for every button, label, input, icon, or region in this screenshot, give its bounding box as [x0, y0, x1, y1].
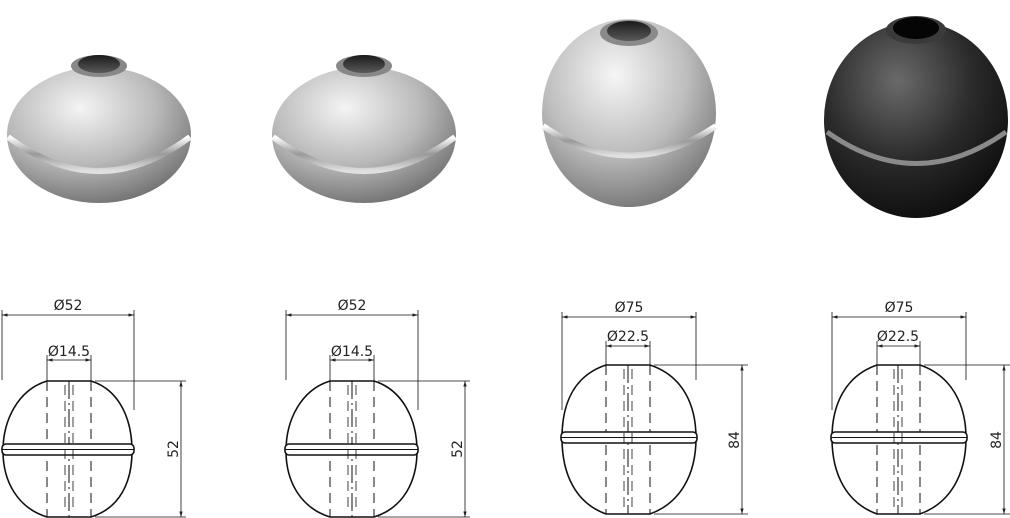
float-body — [824, 22, 1008, 218]
bore-diameter-label: Ø22.5 — [877, 329, 919, 345]
float-photo-2 — [271, 55, 457, 203]
outer-diameter-label: Ø75 — [885, 300, 914, 316]
float-bore-hole — [893, 17, 939, 39]
bore-diameter-label: Ø22.5 — [607, 329, 649, 345]
bore-diameter-label: Ø14.5 — [331, 344, 373, 360]
outer-diameter-label: Ø52 — [54, 298, 83, 314]
outer-diameter-label: Ø75 — [615, 300, 644, 316]
float-seam-band — [825, 129, 1008, 166]
float-body — [7, 67, 191, 203]
float-seam-band — [271, 134, 457, 174]
float-body — [272, 67, 456, 203]
height-label: 52 — [450, 440, 466, 458]
height-label: 52 — [166, 440, 182, 458]
float-bore-hole — [78, 55, 120, 73]
float-bore-hole — [607, 21, 651, 41]
technical-drawing-1 — [1, 310, 186, 518]
outer-diameter-label: Ø52 — [338, 298, 367, 314]
float-photo-3 — [541, 19, 718, 207]
height-label: 84 — [989, 431, 1005, 449]
float-body — [542, 19, 716, 207]
bore-diameter-label: Ø14.5 — [48, 344, 90, 360]
height-label: 84 — [727, 431, 743, 449]
float-photo-1 — [6, 55, 192, 203]
technical-drawing-4 — [830, 312, 1010, 515]
float-seam-band — [6, 134, 192, 174]
technical-drawing-3 — [560, 312, 748, 515]
technical-drawing-2 — [284, 310, 470, 518]
float-photo-4 — [824, 16, 1008, 218]
float-seam-band — [541, 123, 718, 159]
float-bore-hole — [343, 55, 385, 73]
